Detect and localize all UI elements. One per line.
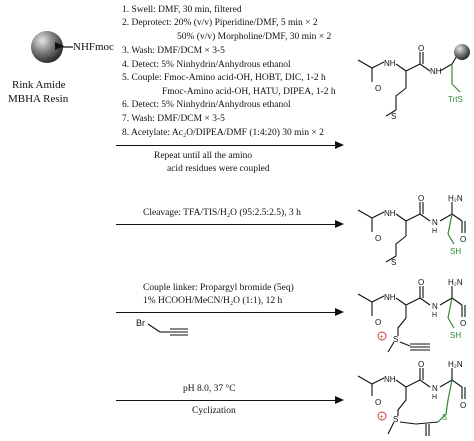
propargyl-bromide-structure: Br <box>136 318 188 336</box>
resin-name-line2: MBHA Resin <box>8 93 69 105</box>
svg-text:H: H <box>432 394 437 401</box>
propargyl-sulfonium-structure: NH N H H₂N O O O S + SH <box>357 278 466 353</box>
step-5: 5. Couple: Fmoc-Amino acid-OH, HOBT, DIC… <box>122 73 326 83</box>
svg-text:S: S <box>391 112 396 121</box>
resin-name-line1: Rink Amide <box>12 79 66 91</box>
free-thiol-label-2: SH <box>450 331 461 340</box>
resin-linker-bond <box>62 46 73 48</box>
step-6: 6. Detect: 5% Ninhydrin/Anhydrous ethano… <box>122 100 291 110</box>
cyclization-arrow <box>116 396 344 404</box>
svg-text:S: S <box>391 258 396 267</box>
cyclic-peptide-structure: NH N H H₂N O O O S + S <box>357 360 466 436</box>
svg-text:O: O <box>418 360 424 369</box>
svg-text:H: H <box>432 228 437 235</box>
step-3: 3. Wash: DMF/DCM × 3-5 <box>122 46 225 56</box>
svg-text:O: O <box>375 318 381 327</box>
svg-text:O: O <box>375 398 381 407</box>
repeat-note-line1: Repeat until all the amino <box>154 151 253 161</box>
step-7: 7. Wash: DMF/DCM × 3-5 <box>122 114 225 124</box>
peptide-resin-structure: NH NH O O S TrtS <box>357 44 470 121</box>
thioether-label: S <box>442 413 447 422</box>
svg-text:O: O <box>418 44 424 53</box>
step-5-alt: Fmoc-Amino acid-OH, HATU, DIPEA, 1-2 h <box>162 87 336 97</box>
trt-protected-cys-label: TrtS <box>448 95 463 104</box>
svg-text:O: O <box>375 234 381 243</box>
step-2-alt: 50% (v/v) Morpholine/DMF, 30 min × 2 <box>177 32 332 42</box>
sulfonium-charge-2: + <box>380 414 384 421</box>
svg-text:S: S <box>393 415 398 424</box>
svg-text:H₂N: H₂N <box>448 360 463 369</box>
svg-text:NH: NH <box>384 375 396 384</box>
svg-text:O: O <box>460 319 466 328</box>
svg-text:O: O <box>460 401 466 410</box>
cleavage-arrow <box>116 220 344 228</box>
free-peptide-structure: NH N H H₂N O O O S SH <box>357 194 466 267</box>
step-1: 1. Swell: DMF, 30 min, filtered <box>122 5 242 15</box>
svg-text:NH: NH <box>384 293 396 302</box>
svg-text:NH: NH <box>384 209 396 218</box>
svg-text:N: N <box>432 384 438 393</box>
repeat-note-line2: acid residues were coupled <box>167 164 270 174</box>
svg-text:S: S <box>393 335 398 344</box>
svg-text:O: O <box>418 194 424 203</box>
linker-conditions-line2: 1% HCOOH/MeCN/H₂O (1:1), 12 h <box>143 296 283 306</box>
step-8: 8. Acetylate: Ac₂O/DIPEA/DMF (1:4:20) 30… <box>122 128 324 138</box>
svg-text:O: O <box>375 84 381 93</box>
resin-group-label: NHFmoc <box>73 41 114 53</box>
sulfonium-charge: + <box>380 334 384 341</box>
br-label: Br <box>136 318 145 328</box>
spps-reaction-arrow <box>116 141 344 149</box>
cyclization-conditions: pH 8.0, 37 °C <box>183 384 236 394</box>
svg-text:O: O <box>460 235 466 244</box>
svg-text:H₂N: H₂N <box>448 278 463 287</box>
resin-bead <box>31 31 63 63</box>
free-thiol-label: SH <box>450 247 461 256</box>
svg-text:N: N <box>432 302 438 311</box>
svg-text:O: O <box>418 278 424 287</box>
linker-conditions-line1: Couple linker: Propargyl bromide (5eq) <box>143 283 294 293</box>
svg-text:H₂N: H₂N <box>448 194 463 203</box>
linker-arrow <box>116 308 344 316</box>
cleavage-conditions: Cleavage: TFA/TIS/H₂O (95:2.5:2.5), 3 h <box>143 208 301 218</box>
svg-text:NH: NH <box>384 59 396 68</box>
step-2: 2. Deprotect: 20% (v/v) Piperidine/DMF, … <box>122 18 318 28</box>
svg-text:H: H <box>432 312 437 319</box>
svg-text:N: N <box>432 218 438 227</box>
cyclization-label: Cyclization <box>192 406 236 416</box>
svg-text:NH: NH <box>430 67 442 76</box>
resin-bead-product <box>454 44 470 60</box>
step-4: 4. Detect: 5% Ninhydrin/Anhydrous ethano… <box>122 60 291 70</box>
